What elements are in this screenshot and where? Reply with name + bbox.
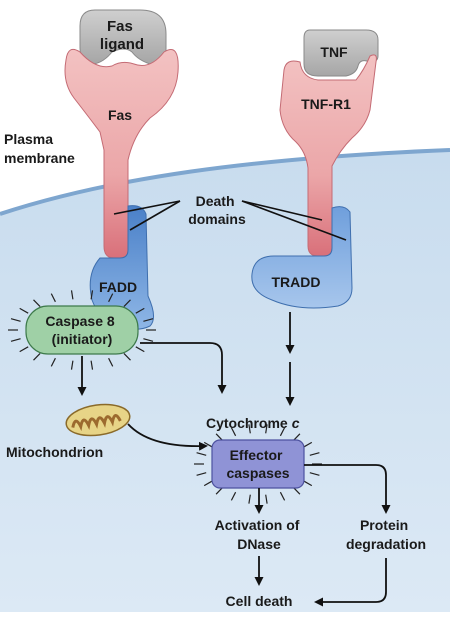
effector-caspases-shape (211, 439, 305, 489)
effector-caspases-label: Effector caspases (226, 447, 289, 481)
activity-ray (196, 472, 207, 476)
activity-ray (135, 307, 145, 314)
death-domains-label: Death domains (188, 193, 246, 227)
effector-activity-rays (194, 424, 322, 504)
activity-ray (230, 427, 237, 437)
fas-ligand-shape (79, 9, 167, 65)
tnf-shape (303, 29, 379, 77)
activity-ray (303, 480, 313, 487)
activity-ray (70, 360, 74, 370)
activity-ray (90, 290, 94, 300)
activity-ray (50, 293, 56, 303)
mitochondrion-label: Mitochondrion (6, 444, 103, 460)
arrow-caspase8-to-cytochrome (140, 342, 227, 394)
arrow-mitochondrion-to-effector (127, 423, 208, 451)
tnf-r1-label: TNF-R1 (301, 96, 351, 112)
fas-label: Fas (108, 107, 132, 123)
activity-ray (70, 290, 74, 300)
plasma-membrane-label: Plasma membrane (4, 131, 75, 166)
activation-dnase-label: Activation of DNase (215, 517, 304, 552)
activity-ray (230, 491, 237, 501)
pathway-arrows (77, 312, 391, 607)
activity-ray (19, 346, 29, 353)
activity-ray (143, 338, 154, 342)
cell-death-label: Cell death (226, 593, 293, 609)
caspase8-shape (25, 305, 139, 355)
tradd-label: TRADD (272, 274, 321, 290)
fadd-label: FADD (99, 279, 137, 295)
activity-ray (196, 452, 207, 456)
tradd-shape (251, 206, 353, 309)
arrow-protein-to-cell-death (314, 558, 387, 607)
activity-ray (135, 346, 145, 353)
activity-ray (19, 307, 29, 314)
activity-ray (265, 494, 268, 504)
activity-ray (248, 494, 251, 504)
activity-ray (10, 318, 21, 322)
activity-ray (123, 299, 131, 308)
fas-receptor (64, 48, 179, 259)
plasma-membrane-line (0, 148, 450, 216)
activity-ray (50, 357, 56, 367)
activity-ray (248, 424, 251, 434)
arrow-effector-to-protein (304, 464, 391, 514)
activity-ray (123, 352, 131, 361)
activity-ray (309, 472, 320, 476)
protein-degradation-label: Protein degradation (346, 517, 426, 552)
activity-ray (33, 352, 41, 361)
caspase8-activity-rays (8, 290, 156, 370)
activity-ray (108, 357, 114, 367)
activity-ray (265, 424, 268, 434)
activity-ray (143, 318, 154, 322)
activity-ray (303, 441, 313, 448)
activity-ray (33, 299, 41, 308)
activity-ray (10, 338, 21, 342)
activity-ray (203, 480, 213, 487)
activity-ray (279, 491, 286, 501)
activity-ray (309, 452, 320, 456)
tnf-label: TNF (320, 44, 348, 60)
death-domain-pointers (113, 200, 347, 241)
mitochondrion-icon (65, 403, 131, 437)
caspase8-label: Caspase 8 (initiator) (45, 313, 118, 347)
activity-ray (279, 427, 286, 437)
fas-ligand-label: Fas ligand (100, 18, 144, 53)
activity-ray (108, 293, 114, 303)
activity-ray (90, 360, 94, 370)
